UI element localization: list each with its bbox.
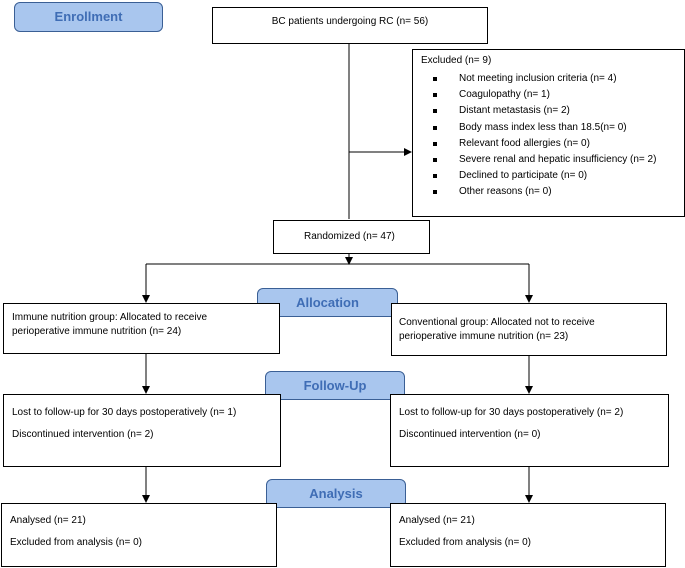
- allocation-right-box: Conventional group: Allocated not to rec…: [391, 303, 667, 356]
- followup-left-lost: Lost to follow-up for 30 days postoperat…: [12, 407, 237, 418]
- followup-right-box: Lost to follow-up for 30 days postoperat…: [390, 394, 669, 467]
- analysis-right-analysed: Analysed (n= 21): [399, 515, 475, 526]
- followup-right-lost: Lost to follow-up for 30 days postoperat…: [399, 407, 624, 418]
- stage-followup: Follow-Up: [265, 371, 405, 400]
- excluded-reason: Relevant food allergies (n= 0): [421, 137, 678, 153]
- allocation-right-line1: Conventional group: Allocated not to rec…: [399, 317, 595, 328]
- excluded-reason: Body mass index less than 18.5(n= 0): [421, 121, 678, 137]
- stage-enrollment: Enrollment: [14, 2, 163, 32]
- followup-left-discontinued: Discontinued intervention (n= 2): [12, 428, 154, 440]
- excluded-title: Excluded (n= 9): [421, 55, 492, 66]
- allocation-right-line2: perioperative immune nutrition (n= 23): [399, 330, 569, 342]
- analysis-right-box: Analysed (n= 21) Excluded from analysis …: [390, 503, 666, 567]
- followup-left-box: Lost to follow-up for 30 days postoperat…: [3, 394, 281, 467]
- excluded-box: Excluded (n= 9) Not meeting inclusion cr…: [412, 49, 685, 217]
- excluded-reason: Distant metastasis (n= 2): [421, 104, 678, 120]
- analysis-right-excluded: Excluded from analysis (n= 0): [399, 536, 532, 548]
- excluded-reason: Severe renal and hepatic insufficiency (…: [421, 153, 678, 169]
- patients-box: BC patients undergoing RC (n= 56): [212, 7, 488, 44]
- allocation-left-box: Immune nutrition group: Allocated to rec…: [3, 303, 280, 354]
- excluded-reasons-list: Not meeting inclusion criteria (n= 4) Co…: [421, 72, 678, 202]
- analysis-left-analysed: Analysed (n= 21): [10, 515, 86, 526]
- allocation-left-line1: Immune nutrition group: Allocated to rec…: [12, 312, 208, 323]
- stage-allocation: Allocation: [257, 288, 398, 317]
- analysis-left-excluded: Excluded from analysis (n= 0): [10, 536, 143, 548]
- followup-right-discontinued: Discontinued intervention (n= 0): [399, 428, 541, 440]
- randomized-text: Randomized (n= 47): [304, 231, 395, 242]
- analysis-left-box: Analysed (n= 21) Excluded from analysis …: [1, 503, 277, 567]
- excluded-reason: Other reasons (n= 0): [421, 185, 678, 201]
- patients-text: BC patients undergoing RC (n= 56): [271, 16, 429, 27]
- stage-analysis: Analysis: [266, 479, 406, 508]
- excluded-reason: Coagulopathy (n= 1): [421, 88, 678, 104]
- allocation-left-line2: perioperative immune nutrition (n= 24): [12, 325, 182, 337]
- randomized-box: Randomized (n= 47): [273, 220, 430, 254]
- excluded-reason: Declined to participate (n= 0): [421, 169, 678, 185]
- excluded-reason: Not meeting inclusion criteria (n= 4): [421, 72, 678, 88]
